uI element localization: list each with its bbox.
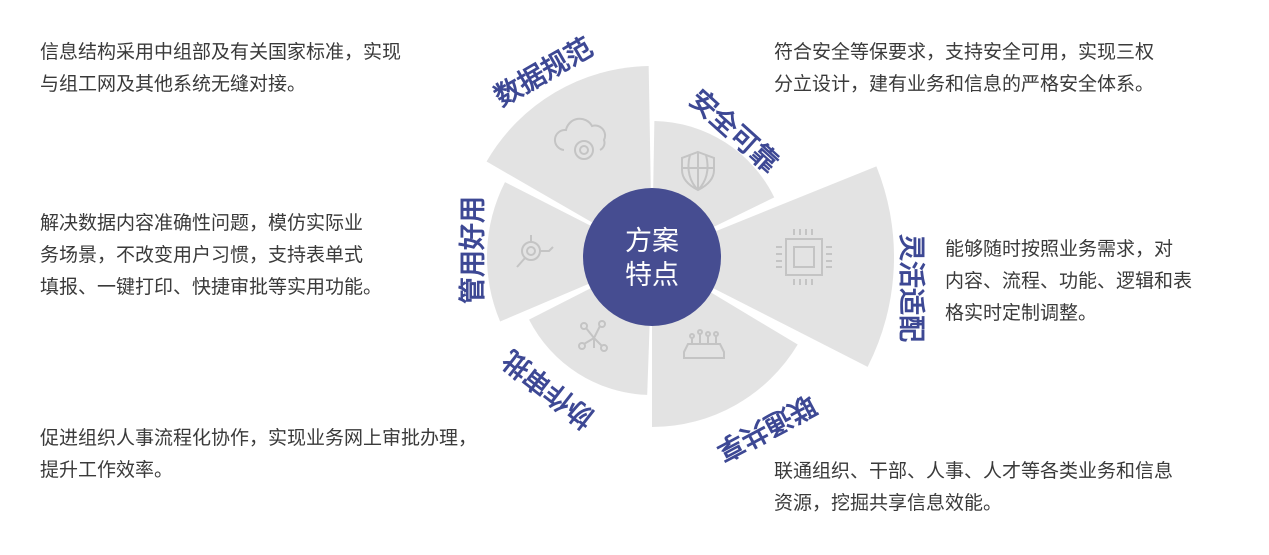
desc-line: 与组工网及其他系统无缝对接。 <box>40 73 307 95</box>
workflow-icon <box>578 320 608 352</box>
desc-line: 提升工作效率。 <box>40 459 174 481</box>
sector-flexible <box>652 166 894 367</box>
chip-icon <box>776 229 832 285</box>
desc-practical: 解决数据内容准确性问题，模仿实际业务场景，不改变用户习惯，支持表单式填报、一键打… <box>40 207 382 303</box>
center-circle <box>583 188 721 326</box>
desc-collab-approval: 促进组织人事流程化协作，实现业务网上审批办理， 提升工作效率。 <box>40 422 477 486</box>
desc-line: 务场景，不改变用户习惯，支持表单式 <box>40 244 364 266</box>
desc-flexible: 能够随时按照业务需求，对内容、流程、功能、逻辑和表格实时定制调整。 <box>945 233 1192 329</box>
book-network-icon <box>683 329 725 359</box>
desc-line: 内容、流程、功能、逻辑和表 <box>945 270 1193 292</box>
desc-line: 分立设计，建有业务和信息的严格安全体系。 <box>774 73 1155 95</box>
desc-line: 能够随时按照业务需求，对 <box>945 238 1174 260</box>
desc-line: 解决数据内容准确性问题，模仿实际业 <box>40 212 364 234</box>
desc-line: 符合安全等保要求，支持安全可用，实现三权 <box>774 41 1155 63</box>
desc-line: 促进组织人事流程化协作，实现业务网上审批办理， <box>40 427 478 449</box>
center-title-line1: 方案 <box>625 226 679 257</box>
desc-line: 资源，挖掘共享信息效能。 <box>774 492 1003 514</box>
magnifier-target-icon <box>516 235 554 268</box>
desc-line: 格实时定制调整。 <box>945 302 1098 324</box>
shield-globe-icon <box>681 150 715 192</box>
desc-connect-share: 联通组织、干部、人事、人才等各类业务和信息资源，挖掘共享信息效能。 <box>774 455 1173 519</box>
desc-data-standard: 信息结构采用中组部及有关国家标准，实现与组工网及其他系统无缝对接。 <box>40 36 401 100</box>
center-title-line2: 特点 <box>625 260 679 291</box>
desc-line: 信息结构采用中组部及有关国家标准，实现 <box>40 41 402 63</box>
sector-practical <box>486 182 652 322</box>
desc-line: 联通组织、干部、人事、人才等各类业务和信息 <box>774 460 1174 482</box>
label-practical: 管用好用 <box>458 196 489 304</box>
desc-secure: 符合安全等保要求，支持安全可用，实现三权分立设计，建有业务和信息的严格安全体系。 <box>774 36 1154 100</box>
cloud-gear-icon <box>554 117 607 160</box>
desc-line: 填报、一键打印、快捷审批等实用功能。 <box>40 276 383 298</box>
label-flexible: 灵活适配 <box>895 234 926 342</box>
